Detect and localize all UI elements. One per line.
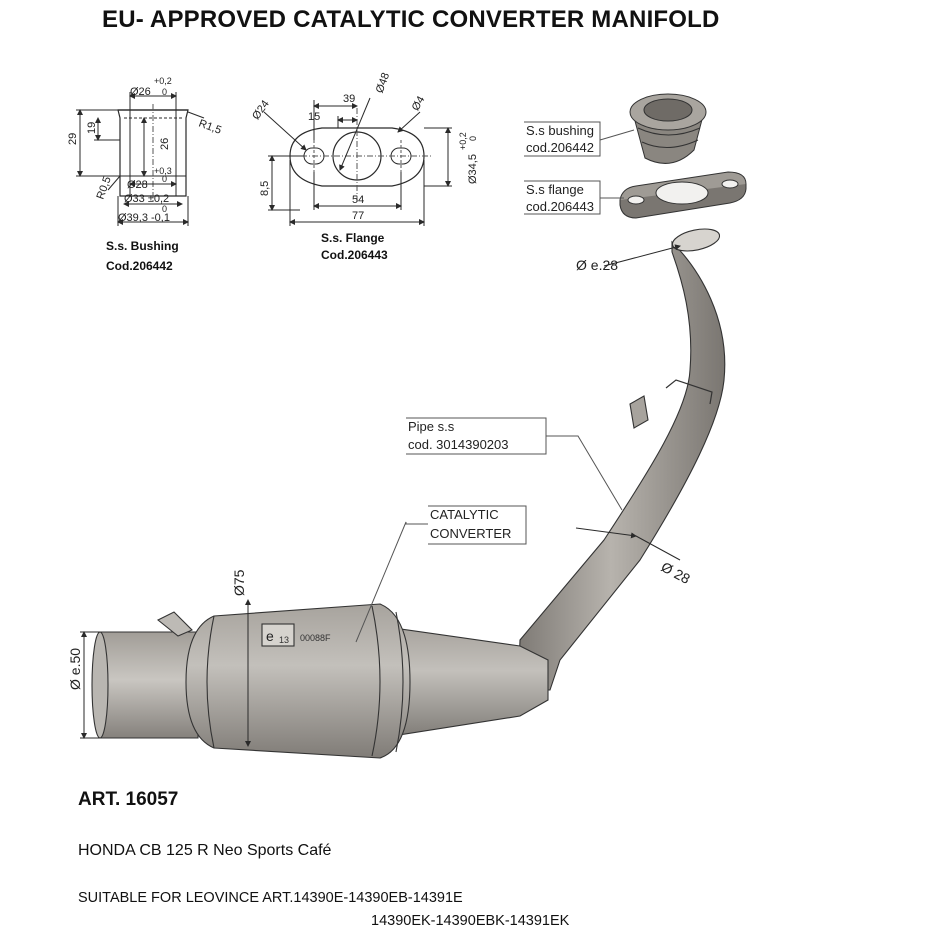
flange-d-4: Ø4 [410, 94, 428, 113]
homologation-num: 13 [279, 635, 289, 645]
bushing-d-top: Ø26 [130, 86, 151, 98]
callout-frames [524, 121, 635, 215]
flange-3d [619, 171, 747, 219]
callout-cat-diameter: Ø75 [231, 569, 247, 596]
callout-bushing-2: cod.206442 [526, 140, 594, 155]
bushing-tol-mid-zero: 0 [162, 174, 167, 184]
bushing-tol-mid-plus: +0,3 [154, 166, 172, 176]
callout-cat-2: CONVERTER [430, 526, 511, 541]
page-title: EU- APPROVED CATALYTIC CONVERTER MANIFOL… [102, 6, 720, 33]
flange-dim-77: 77 [352, 210, 364, 222]
bushing-tol-top-plus: +0,2 [154, 76, 172, 86]
flange-d-outer: Ø24 [250, 98, 272, 122]
down-pipe [517, 240, 726, 691]
flange-dim-39: 39 [343, 93, 355, 105]
bushing-drawing [76, 92, 205, 226]
flange-d-bore: Ø34,5 [467, 154, 479, 184]
bushing-h-inner: 19 [86, 122, 98, 134]
callout-inlet-diameter: Ø e.50 [67, 648, 83, 690]
bushing-d-mid: Ø28 [127, 179, 148, 191]
callout-pipe-1: Pipe s.s [408, 419, 455, 434]
catalytic-converter-body [185, 603, 411, 759]
flange-h-8-5: 8,5 [259, 181, 271, 196]
callout-flange-2: cod.206443 [526, 199, 594, 214]
bushing-radius-bottom: R0,5 [95, 175, 114, 201]
bushing-h-body: 26 [159, 138, 171, 150]
suitable-line-1: SUITABLE FOR LEOVINCE ART.14390E-14390EB… [78, 890, 463, 906]
flange-dim-54: 54 [352, 194, 364, 206]
assembly-callout-frames [355, 417, 623, 643]
bushing-caption-1: S.s. Bushing [106, 239, 179, 253]
bushing-caption-2: Cod.206442 [106, 259, 173, 273]
flange-tol-zero: 0 [468, 136, 478, 141]
exhaust-assembly [91, 228, 726, 759]
callout-pipe-diameter: Ø 28 [659, 559, 693, 587]
homologation-code: 00088F [300, 633, 331, 643]
model-name: HONDA CB 125 R Neo Sports Café [78, 842, 332, 859]
callout-pipe-2: cod. 3014390203 [408, 437, 508, 452]
flange-caption-2: Cod.206443 [321, 248, 388, 262]
inlet-pipe [99, 631, 199, 739]
flange-d-48: Ø48 [374, 71, 392, 95]
flange-dim-15: 15 [308, 111, 320, 123]
callout-pipe-diameter-top: Ø e.28 [576, 257, 618, 273]
homologation-plate [261, 623, 295, 647]
assembly-dimensions [80, 244, 681, 747]
callout-bushing-1: S.s bushing [526, 123, 594, 138]
pipe-outlet [671, 228, 721, 252]
flange-outline [289, 127, 425, 187]
bushing-h-total: 29 [67, 133, 79, 145]
bushing-3d [629, 93, 707, 164]
callout-flange-1: S.s flange [526, 182, 584, 197]
bushing-tol-top-zero: 0 [162, 87, 167, 97]
callout-cat-1: CATALYTIC [430, 507, 499, 522]
article-number: ART. 16057 [78, 789, 179, 810]
suitable-line-2: 14390EK-14390EBK-14391EK [371, 913, 570, 929]
flange-drawing [263, 97, 452, 226]
homologation-e: e [266, 628, 274, 644]
bushing-radius-top: R1,5 [197, 118, 223, 137]
inlet-opening [91, 631, 109, 739]
bushing-d-33: Ø33 ±0,2 [124, 193, 169, 205]
bushing-d-base: Ø39,3 -0,1 [118, 212, 170, 224]
flange-caption-1: S.s. Flange [321, 231, 385, 245]
bushing-tol-33-zero: 0 [162, 204, 167, 214]
flange-tol-plus: +0,2 [458, 132, 468, 150]
